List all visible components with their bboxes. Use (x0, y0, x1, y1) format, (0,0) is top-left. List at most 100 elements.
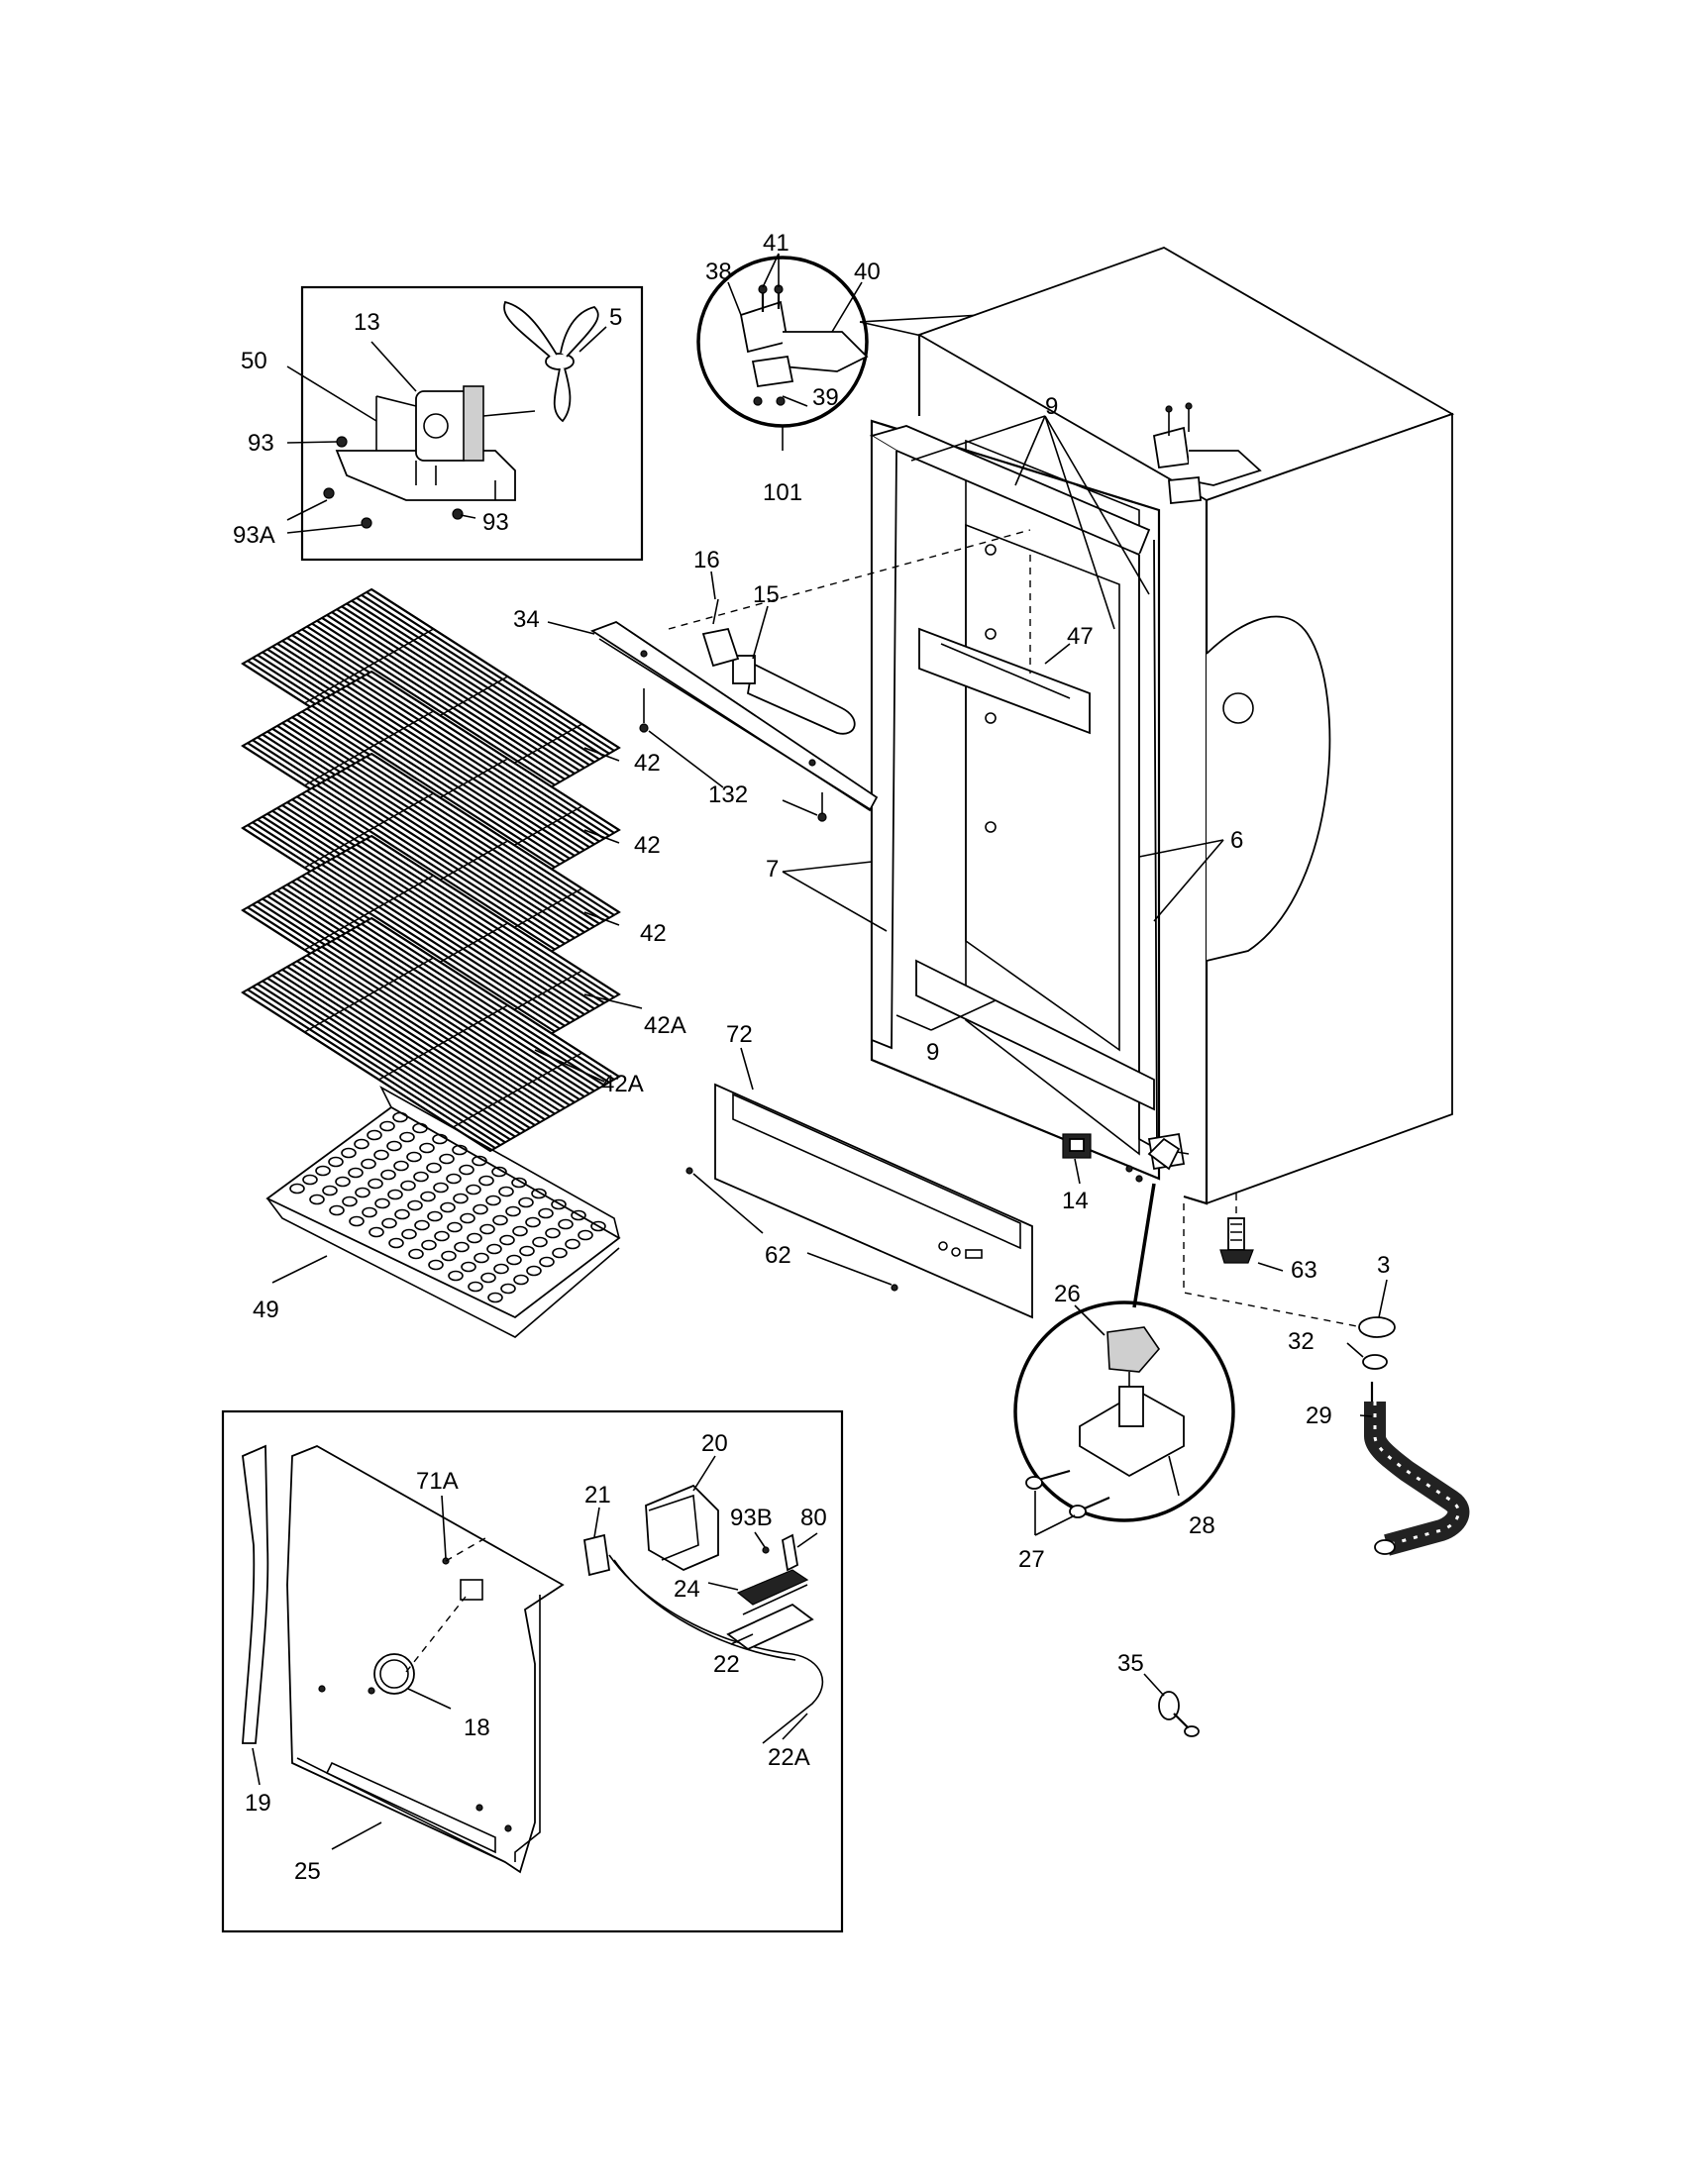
label-40: 40 (854, 259, 881, 285)
label-5: 5 (609, 304, 622, 331)
label-42A-b: 42A (601, 1071, 644, 1097)
basket-hole (414, 1219, 430, 1231)
basket-hole (342, 1196, 358, 1207)
wire-shelf (241, 916, 621, 1153)
label-42-c: 42 (640, 920, 667, 947)
basket-hole (478, 1175, 494, 1187)
basket-hole (315, 1165, 331, 1177)
label-39: 39 (812, 384, 839, 411)
label-19: 19 (245, 1790, 271, 1817)
label-27: 27 (1018, 1546, 1045, 1573)
basket-hole (368, 1178, 383, 1190)
basket-hole (441, 1250, 457, 1262)
label-13: 13 (354, 309, 380, 336)
label-35: 35 (1117, 1650, 1144, 1677)
label-21: 21 (584, 1482, 611, 1508)
label-93-lower: 93 (482, 509, 509, 536)
basket-hole (466, 1184, 481, 1196)
switch-and-bottom-hinge: 14 (1062, 1133, 1181, 1308)
basket-hole (387, 1189, 403, 1200)
cabinet: 9 47 6 7 9 (668, 247, 1455, 1205)
label-3: 3 (1377, 1252, 1390, 1279)
basket-hole (440, 1201, 456, 1213)
part-35: 35 (1117, 1650, 1200, 1737)
label-38: 38 (705, 259, 732, 285)
basket-hole (485, 1195, 501, 1206)
label-22A: 22A (768, 1744, 810, 1771)
basket-hole (551, 1198, 567, 1210)
basket-hole (354, 1138, 369, 1150)
basket-hole (428, 1259, 444, 1271)
basket-hole (532, 1236, 548, 1248)
label-24: 24 (674, 1576, 700, 1603)
basket-hole (473, 1203, 488, 1215)
basket-hole (590, 1220, 606, 1232)
basket-hole (506, 1254, 522, 1266)
basket-hole (480, 1272, 496, 1284)
basket-hole (500, 1283, 516, 1295)
label-49: 49 (253, 1297, 279, 1323)
basket-hole (420, 1191, 436, 1202)
basket-hole (381, 1217, 397, 1229)
basket-hole (433, 1182, 449, 1194)
basket-hole (448, 1270, 464, 1282)
basket-hole (399, 1131, 415, 1143)
evaporator-cover-inset: 71A 21 20 93B 80 24 22 22A 18 19 25 (221, 1409, 844, 1933)
label-9-upper: 9 (1045, 393, 1058, 420)
basket-hole (427, 1210, 443, 1222)
fan-motor-inset: 50 13 5 93 93A 93 (233, 285, 644, 562)
shelf-labels: 42 42 42 42A 42A (534, 747, 686, 1097)
basket-hole (302, 1174, 318, 1186)
basket-hole (578, 1229, 593, 1241)
label-14: 14 (1062, 1188, 1089, 1214)
label-42-b: 42 (634, 832, 661, 859)
basket-hole (348, 1167, 364, 1179)
label-101: 101 (763, 479, 802, 506)
basket-hole (362, 1206, 377, 1218)
basket-hole (552, 1247, 568, 1259)
label-63: 63 (1291, 1257, 1317, 1284)
leveler-and-handle: 63 3 32 29 (1183, 1194, 1470, 1556)
basket-hole (408, 1248, 424, 1260)
basket-hole (412, 1122, 428, 1134)
basket-hole (487, 1292, 503, 1303)
basket-hole (538, 1207, 554, 1219)
basket-hole (349, 1215, 365, 1227)
label-15: 15 (753, 581, 780, 608)
basket-hole (446, 1173, 462, 1185)
basket-hole (499, 1234, 515, 1246)
basket-hole (565, 1238, 580, 1250)
label-26: 26 (1054, 1281, 1081, 1307)
basket-hole (400, 1180, 416, 1192)
basket-hole (361, 1158, 376, 1170)
basket-hole (386, 1140, 402, 1152)
basket-hole (459, 1164, 474, 1176)
basket-hole (531, 1188, 547, 1199)
light-assembly: 34 16 15 132 (513, 547, 879, 822)
basket-hole (518, 1196, 534, 1208)
label-22: 22 (713, 1651, 740, 1678)
basket-hole (519, 1245, 535, 1257)
label-16: 16 (693, 547, 720, 573)
basket-hole (335, 1176, 351, 1188)
label-62: 62 (765, 1242, 791, 1269)
basket-hole (558, 1218, 574, 1230)
basket-hole (452, 1144, 468, 1156)
basket-hole (341, 1147, 357, 1159)
basket-hole (380, 1169, 396, 1181)
basket-hole (492, 1214, 508, 1226)
basket-hole (309, 1194, 325, 1205)
label-93B: 93B (730, 1505, 773, 1531)
label-34: 34 (513, 606, 540, 633)
basket-hole (329, 1204, 345, 1216)
basket-hole (479, 1223, 495, 1235)
basket-hole (434, 1230, 450, 1242)
basket-hole (498, 1186, 514, 1197)
basket-hole (367, 1129, 382, 1141)
basket-hole (505, 1205, 521, 1217)
basket-hole (512, 1225, 528, 1237)
basket-hole (460, 1212, 475, 1224)
basket-hole (401, 1228, 417, 1240)
